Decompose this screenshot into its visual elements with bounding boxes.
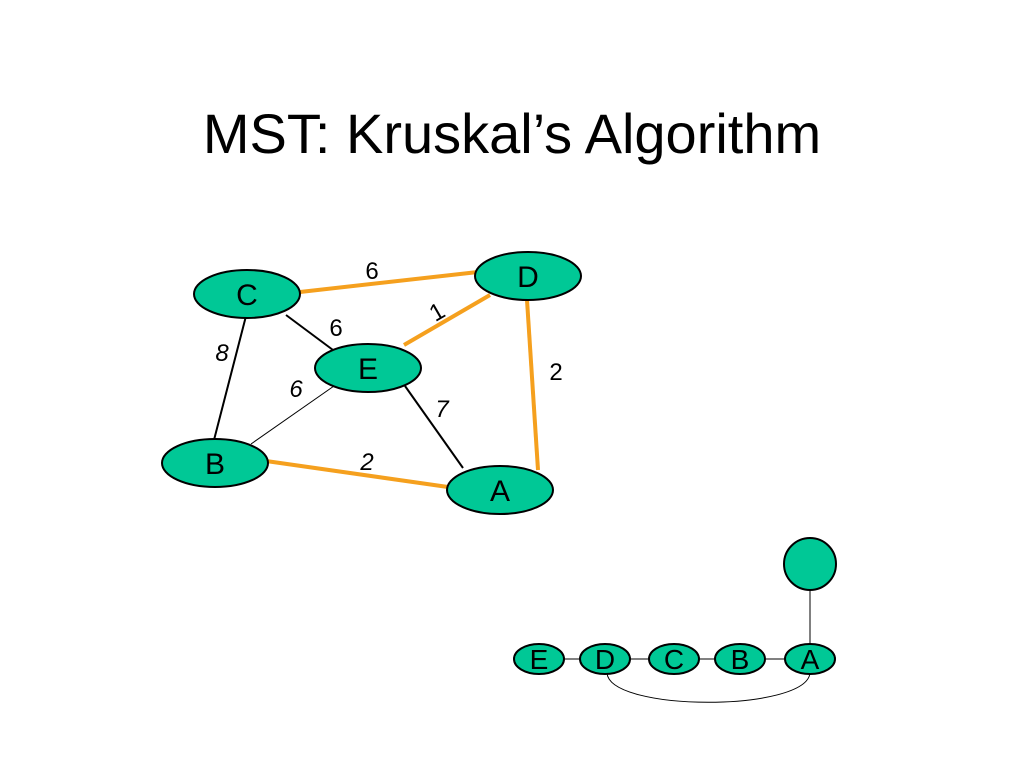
uf-node-c-label: C <box>664 644 684 675</box>
edge-c-e <box>285 314 334 351</box>
uf-root-node <box>783 537 837 591</box>
edge-e-a <box>404 385 464 469</box>
union-find: E D C B A <box>513 537 837 703</box>
uf-node-a-label: A <box>801 644 820 675</box>
node-c: C <box>193 269 301 319</box>
uf-node-d-label: D <box>595 644 615 675</box>
uf-node-e: E <box>513 643 565 675</box>
uf-node-e-label: E <box>530 644 549 675</box>
node-b-label: B <box>205 448 225 481</box>
edge-b-e <box>250 385 335 445</box>
edge-b-a <box>265 459 449 489</box>
weight-d-a: 2 <box>549 359 562 386</box>
edge-c-b <box>213 315 247 441</box>
weight-c-d: 6 <box>365 258 378 285</box>
weight-b-a: 2 <box>359 449 373 476</box>
weight-e-d: 1 <box>425 297 450 327</box>
edge-d-a <box>525 299 540 471</box>
weight-b-e: 6 <box>289 376 303 403</box>
node-a: A <box>446 465 554 515</box>
edge-c-d <box>299 270 479 294</box>
graph-nodes: C D E B A <box>161 251 582 515</box>
weight-c-e: 6 <box>329 315 342 342</box>
slide-title: MST: Kruskal’s Algorithm <box>202 102 822 165</box>
uf-node-b: B <box>714 643 766 675</box>
node-d: D <box>474 251 582 301</box>
weight-e-a: 7 <box>435 396 450 423</box>
uf-arc-d-a <box>606 672 811 703</box>
uf-node-b-label: B <box>731 644 750 675</box>
weight-c-b: 8 <box>215 340 229 367</box>
node-b: B <box>161 438 269 488</box>
node-d-label: D <box>517 261 539 294</box>
uf-node-d: D <box>579 643 631 675</box>
graph-edges <box>213 270 540 489</box>
node-e-label: E <box>358 353 378 386</box>
edge-e-d <box>402 293 492 347</box>
uf-node-a: A <box>784 643 836 675</box>
node-c-label: C <box>236 279 258 312</box>
node-a-label: A <box>490 475 510 508</box>
node-e: E <box>314 343 422 393</box>
uf-node-c: C <box>648 643 700 675</box>
